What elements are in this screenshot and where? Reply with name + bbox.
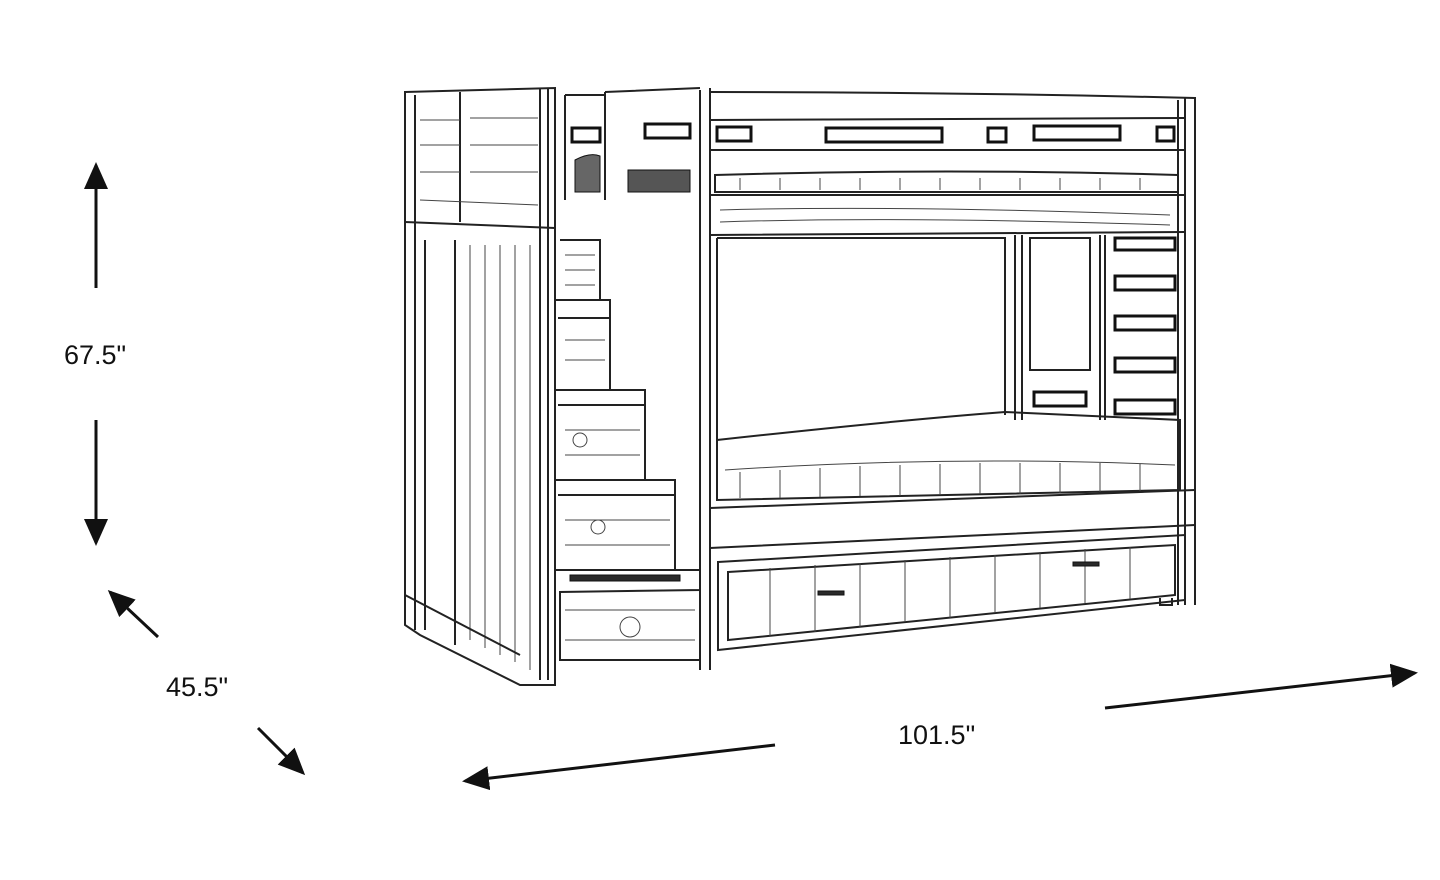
stair-unit xyxy=(404,86,701,686)
lower-bunk xyxy=(709,235,1196,549)
height-dimension-label: 67.5" xyxy=(64,340,127,370)
depth-dimension-label: 45.5" xyxy=(166,672,229,702)
upper-bunk xyxy=(564,87,1196,670)
trundle-drawer xyxy=(717,533,1186,652)
width-dimension-label: 101.5" xyxy=(898,720,976,750)
width-arrow xyxy=(462,663,1418,791)
depth-arrow xyxy=(107,589,306,776)
